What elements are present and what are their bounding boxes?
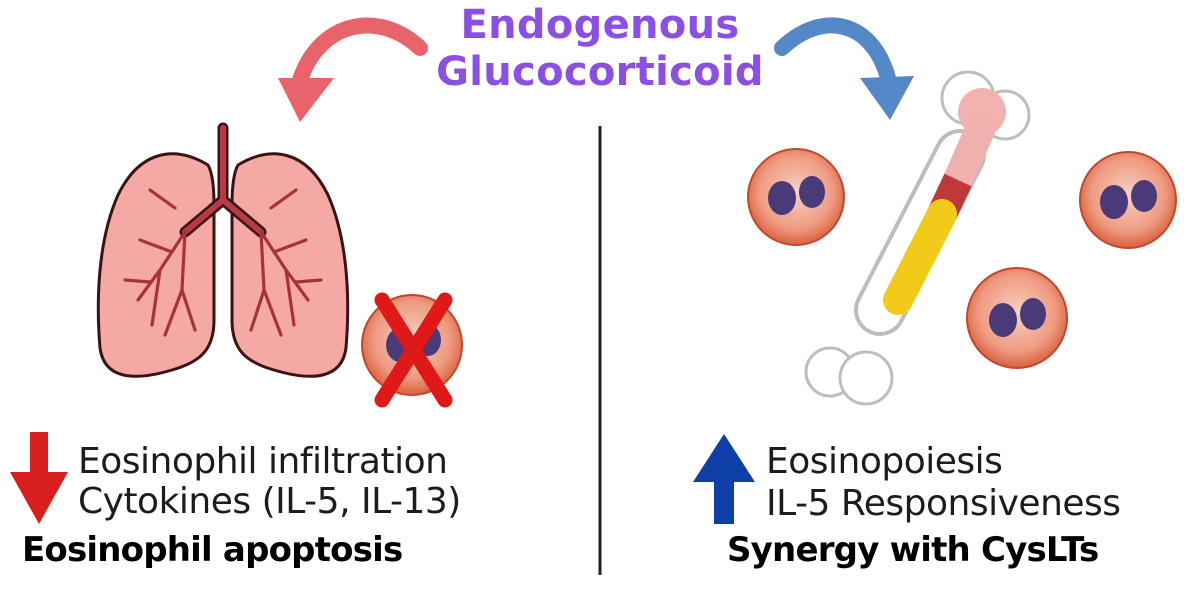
eosinophil-icon-2 [1079,151,1177,249]
title-line-2: Glucocorticoid [436,49,764,95]
right-effect-3: Synergy with CysLTs [727,530,1099,570]
lungs-icon [96,122,350,378]
bone-icon [804,70,1031,406]
curved-arrow-left-icon [278,17,428,122]
right-effect-1: Eosinopoiesis [766,441,1003,482]
title-line-1: Endogenous [460,2,740,48]
diagram-title: Endogenous Glucocorticoid [380,2,820,96]
eosinophil-icon-3 [966,267,1068,369]
eosinophil-crossed-icon [361,292,463,408]
down-arrow-icon [10,432,68,524]
left-effect-1: Eosinophil infiltration [78,441,448,482]
right-effect-2: IL-5 Responsiveness [766,483,1121,524]
left-effect-3: Eosinophil apoptosis [22,530,403,570]
eosinophil-icon-1 [747,148,845,246]
left-effect-2: Cytokines (IL-5, IL-13) [78,481,461,522]
cross-icon [374,292,453,408]
up-arrow-icon [693,434,755,524]
curved-arrow-right-icon [774,17,914,120]
